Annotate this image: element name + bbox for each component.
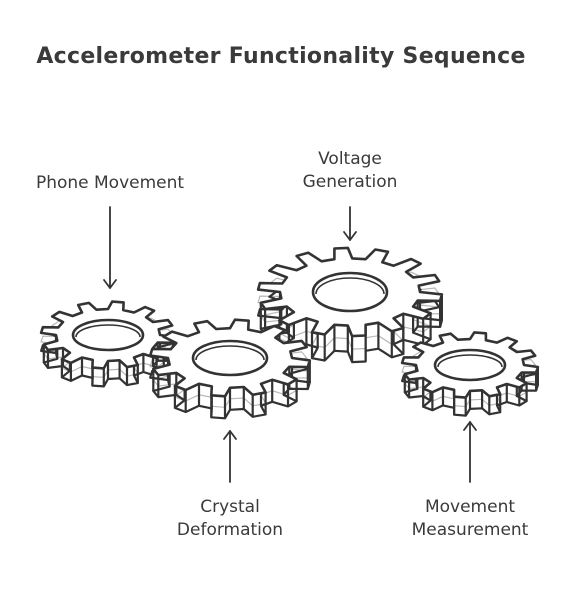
arrow-voltage-generation bbox=[343, 206, 357, 241]
label-voltage-line2: Generation bbox=[302, 172, 398, 192]
label-crystal-line2: Deformation bbox=[176, 520, 284, 540]
gear-crystal-deformation bbox=[148, 318, 312, 420]
diagram-title: Accelerometer Functionality Sequence bbox=[36, 44, 526, 69]
gear-movement-measurement bbox=[400, 331, 540, 417]
arrow-movement-measurement bbox=[463, 421, 477, 483]
label-crystal-deformation: Crystal Deformation bbox=[160, 496, 300, 542]
label-voltage-generation: Voltage Generation bbox=[280, 148, 420, 194]
arrow-crystal-deformation bbox=[223, 430, 237, 483]
gear-phone-movement bbox=[39, 300, 177, 388]
label-phone-movement-line1: Phone Movement bbox=[35, 173, 185, 193]
label-voltage-line1: Voltage bbox=[318, 149, 382, 169]
label-measurement-line2: Measurement bbox=[411, 520, 529, 540]
arrow-phone-movement bbox=[103, 206, 117, 289]
label-crystal-line1: Crystal bbox=[200, 497, 260, 517]
gear-voltage-generation bbox=[256, 246, 444, 364]
label-movement-measurement: Movement Measurement bbox=[396, 496, 544, 542]
label-phone-movement: Phone Movement bbox=[22, 172, 198, 195]
label-measurement-line1: Movement bbox=[424, 497, 516, 517]
